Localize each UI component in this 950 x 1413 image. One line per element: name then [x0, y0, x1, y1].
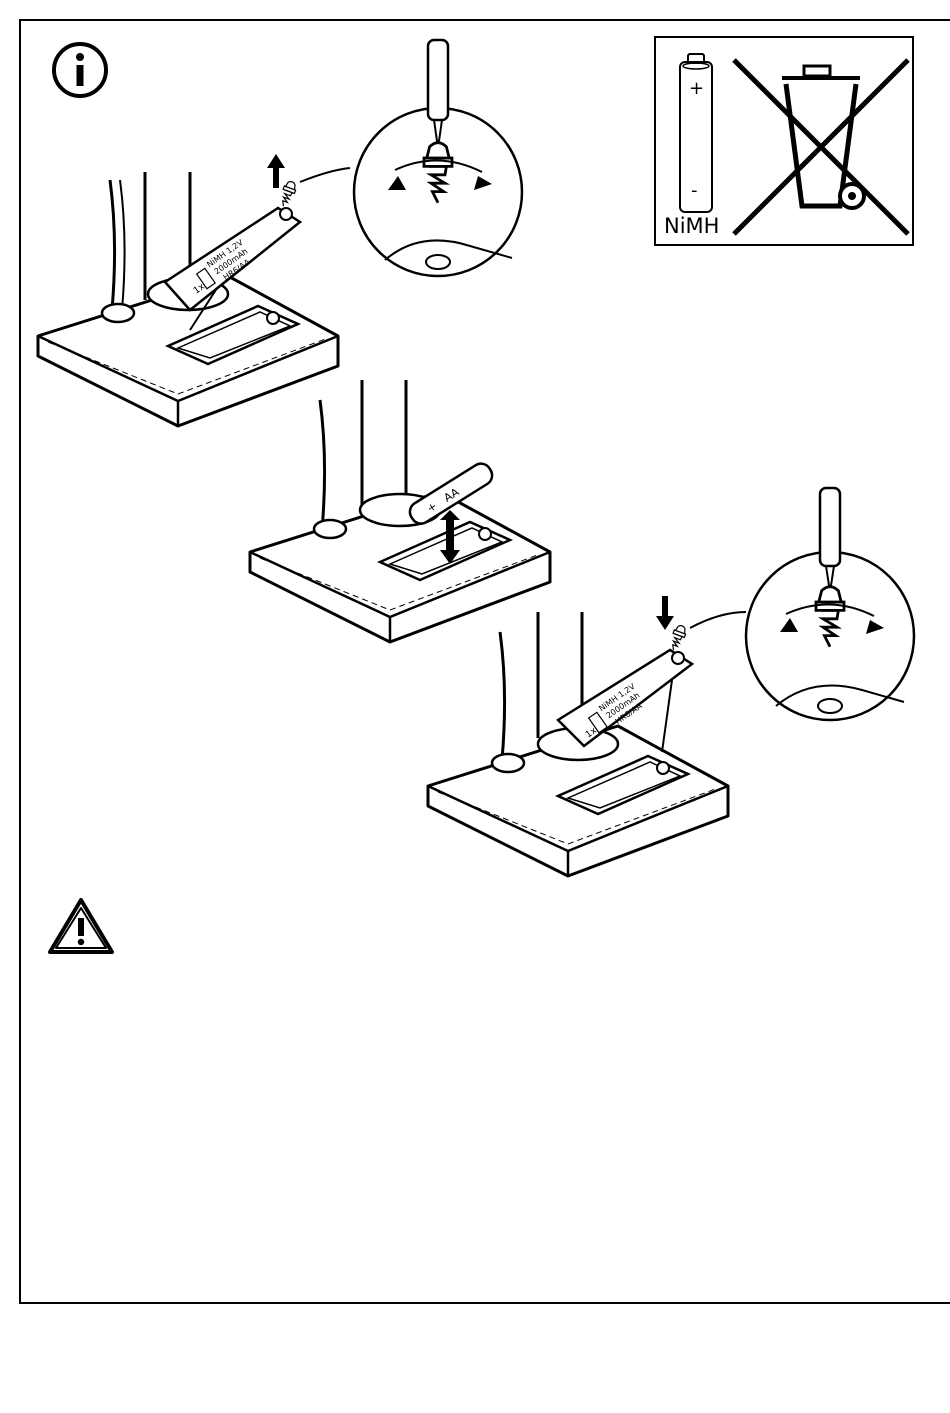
warning-triangle-icon [46, 896, 116, 956]
lamp-base-step-3 [428, 612, 728, 876]
screw-step-3 [668, 624, 688, 652]
zoom-screw-detail [690, 488, 914, 720]
zoom-unscrew-detail [300, 40, 522, 276]
arrow-down-icon [656, 596, 674, 630]
screw-step-1 [278, 180, 298, 208]
arrow-up-icon [267, 154, 285, 188]
lamp-base-step-2 [250, 380, 550, 642]
